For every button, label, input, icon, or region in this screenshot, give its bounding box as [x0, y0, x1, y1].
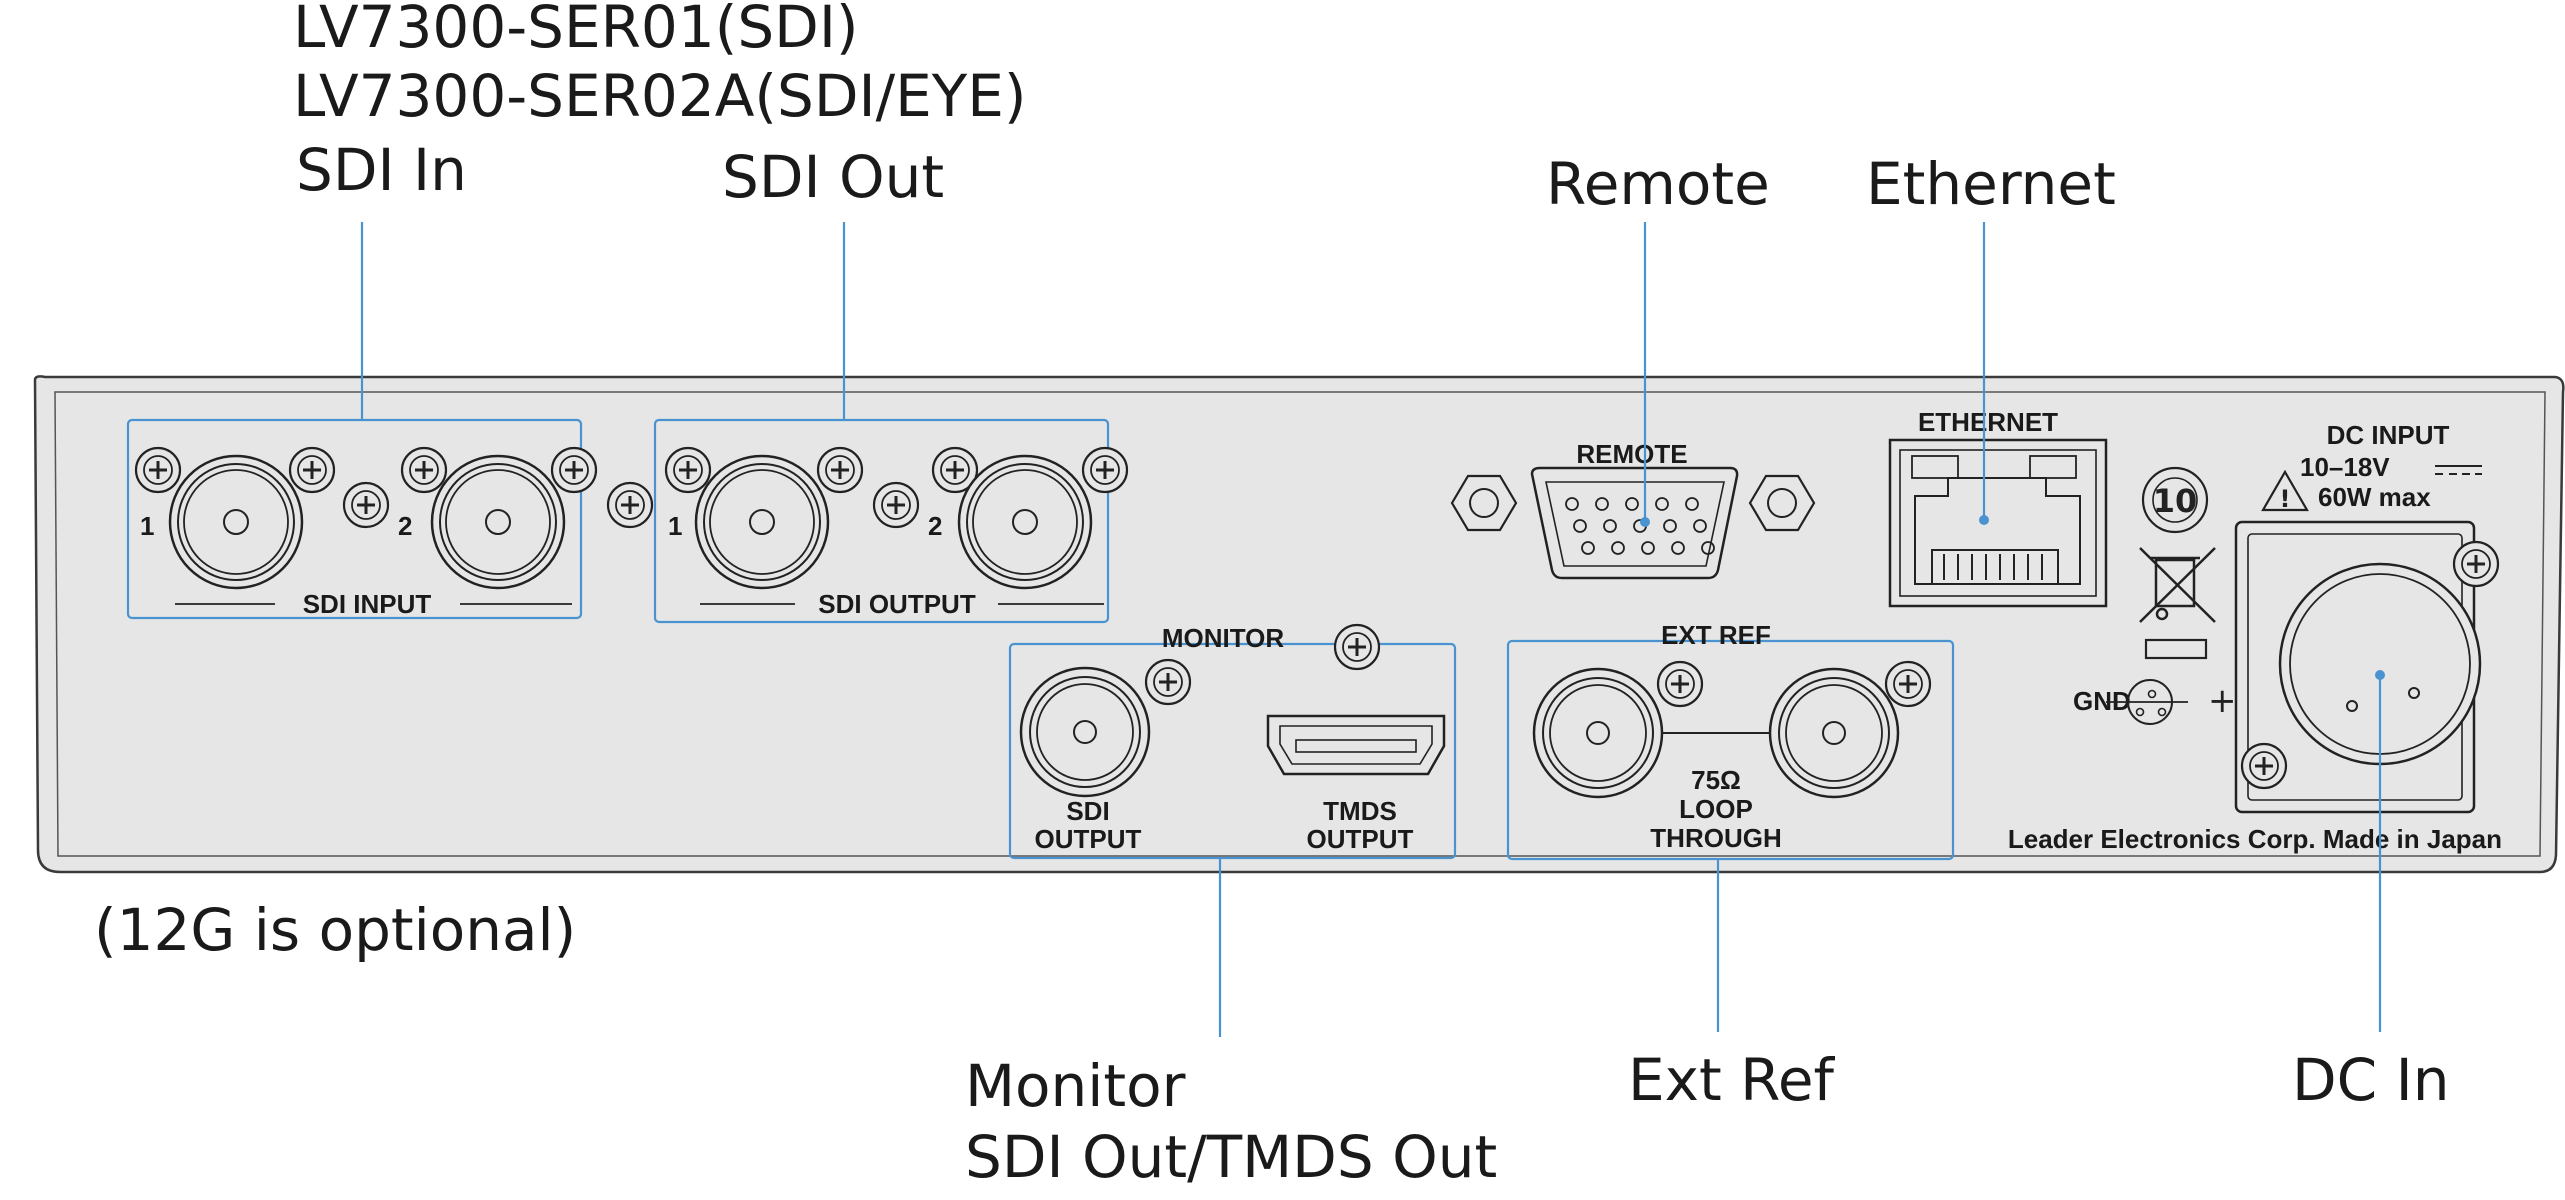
sdi-output-group: 1 2 SDI OUTPUT: [653, 418, 1129, 624]
dc-power-label: 60W max: [2318, 482, 2431, 512]
gnd-terminal: GND +: [2073, 679, 2237, 725]
monitor-label: MONITOR: [1162, 623, 1285, 653]
sdi-input-1-bnc-connector[interactable]: [168, 454, 304, 590]
screw-icon: [134, 446, 182, 494]
callout-monitor-sub: SDI Out/TMDS Out: [965, 1123, 1497, 1191]
ext-ref-2-bnc-connector[interactable]: [1768, 667, 1900, 799]
dc-input-label: DC INPUT: [2327, 420, 2450, 450]
callout-monitor: Monitor: [965, 1052, 1186, 1120]
screw-icon: [288, 446, 336, 494]
sdi-output-port-1-label: 1: [668, 511, 682, 541]
callout-labels: LV7300-SER01(SDI) LV7300-SER02A(SDI/EYE)…: [94, 0, 2449, 1191]
impedance-label: 75Ω: [1691, 765, 1741, 795]
callout-sdi-in: SDI In: [296, 136, 467, 204]
monitor-sdi-output-bnc-connector[interactable]: [1019, 666, 1151, 798]
sdi-output-2-bnc-connector[interactable]: [957, 454, 1093, 590]
compliance-marks: 10: [2139, 466, 2216, 660]
ext-ref-label: EXT REF: [1661, 620, 1771, 650]
gnd-label: GND: [2073, 686, 2131, 716]
callout-model-ser02a: LV7300-SER02A(SDI/EYE): [293, 62, 1027, 130]
sdi-input-port-2-label: 2: [398, 511, 412, 541]
screw-icon: [664, 446, 712, 494]
leader-lines: [360, 222, 2385, 1037]
screw-icon: [816, 446, 864, 494]
sdi-input-group: 1 2 SDI INPUT: [126, 418, 598, 620]
callout-ethernet: Ethernet: [1866, 150, 2116, 218]
sdi-input-2-bnc-connector[interactable]: [430, 454, 566, 590]
screw-icon: [1333, 623, 1381, 671]
badge-10-icon: 10: [2153, 482, 2198, 520]
tmds-label-1: TMDS: [1323, 796, 1397, 826]
tmds-label-2: OUTPUT: [1307, 824, 1414, 854]
sdi-input-label: SDI INPUT: [303, 589, 432, 619]
ethernet-port-group: ETHERNET: [1888, 407, 2108, 608]
sdi-output-1-bnc-connector[interactable]: [694, 454, 830, 590]
callout-model-ser01: LV7300-SER01(SDI): [293, 0, 859, 61]
screw-icon: [872, 481, 920, 529]
screw-icon: [1884, 660, 1932, 708]
screw-icon: [1081, 446, 1129, 494]
dc-input-group: DC INPUT 10–18V 60W max !: [2234, 420, 2500, 814]
monitor-sdi-label-2: OUTPUT: [1035, 824, 1142, 854]
weee-bin-icon: [2139, 547, 2216, 623]
manufacturer-label: Leader Electronics Corp. Made in Japan: [2008, 824, 2502, 854]
remote-label: REMOTE: [1576, 439, 1687, 469]
ext-ref-group: EXT REF 75Ω LOOP THROUGH: [1506, 620, 1955, 861]
screw-icon: [550, 446, 598, 494]
sdi-input-port-1-label: 1: [140, 511, 154, 541]
dc-voltage-label: 10–18V: [2300, 452, 2390, 482]
ethernet-label: ETHERNET: [1918, 407, 2058, 437]
warning-triangle-icon: [2261, 469, 2309, 512]
callout-ext-ref: Ext Ref: [1628, 1046, 1836, 1114]
sdi-output-label: SDI OUTPUT: [818, 589, 976, 619]
callout-remote: Remote: [1546, 150, 1770, 218]
rj45-ethernet-port[interactable]: [1888, 438, 2108, 608]
screw-icon: [342, 481, 390, 529]
loop-label: LOOP: [1679, 794, 1753, 824]
through-label: THROUGH: [1650, 823, 1781, 853]
sdi-output-port-2-label: 2: [928, 511, 942, 541]
remote-port-group: REMOTE: [1450, 439, 1816, 580]
ext-ref-1-bnc-connector[interactable]: [1532, 667, 1664, 799]
screw-icon: [2240, 742, 2288, 790]
screw-icon: [400, 446, 448, 494]
screw-icon: [1144, 658, 1192, 706]
screw-icon: [2452, 540, 2500, 588]
screw-icon: [1656, 660, 1704, 708]
callout-12g-note: (12G is optional): [94, 896, 576, 964]
monitor-sdi-label-1: SDI: [1066, 796, 1109, 826]
screw-icon: [606, 481, 654, 529]
callout-dc-in: DC In: [2292, 1046, 2449, 1114]
callout-sdi-out: SDI Out: [722, 143, 944, 211]
monitor-group: MONITOR SDI OUTPUT TMDS OUTPUT: [1008, 623, 1457, 860]
hdmi-tmds-port[interactable]: [1266, 714, 1446, 776]
gnd-plus-sign: +: [2208, 681, 2237, 721]
warning-mark: !: [2280, 485, 2291, 513]
